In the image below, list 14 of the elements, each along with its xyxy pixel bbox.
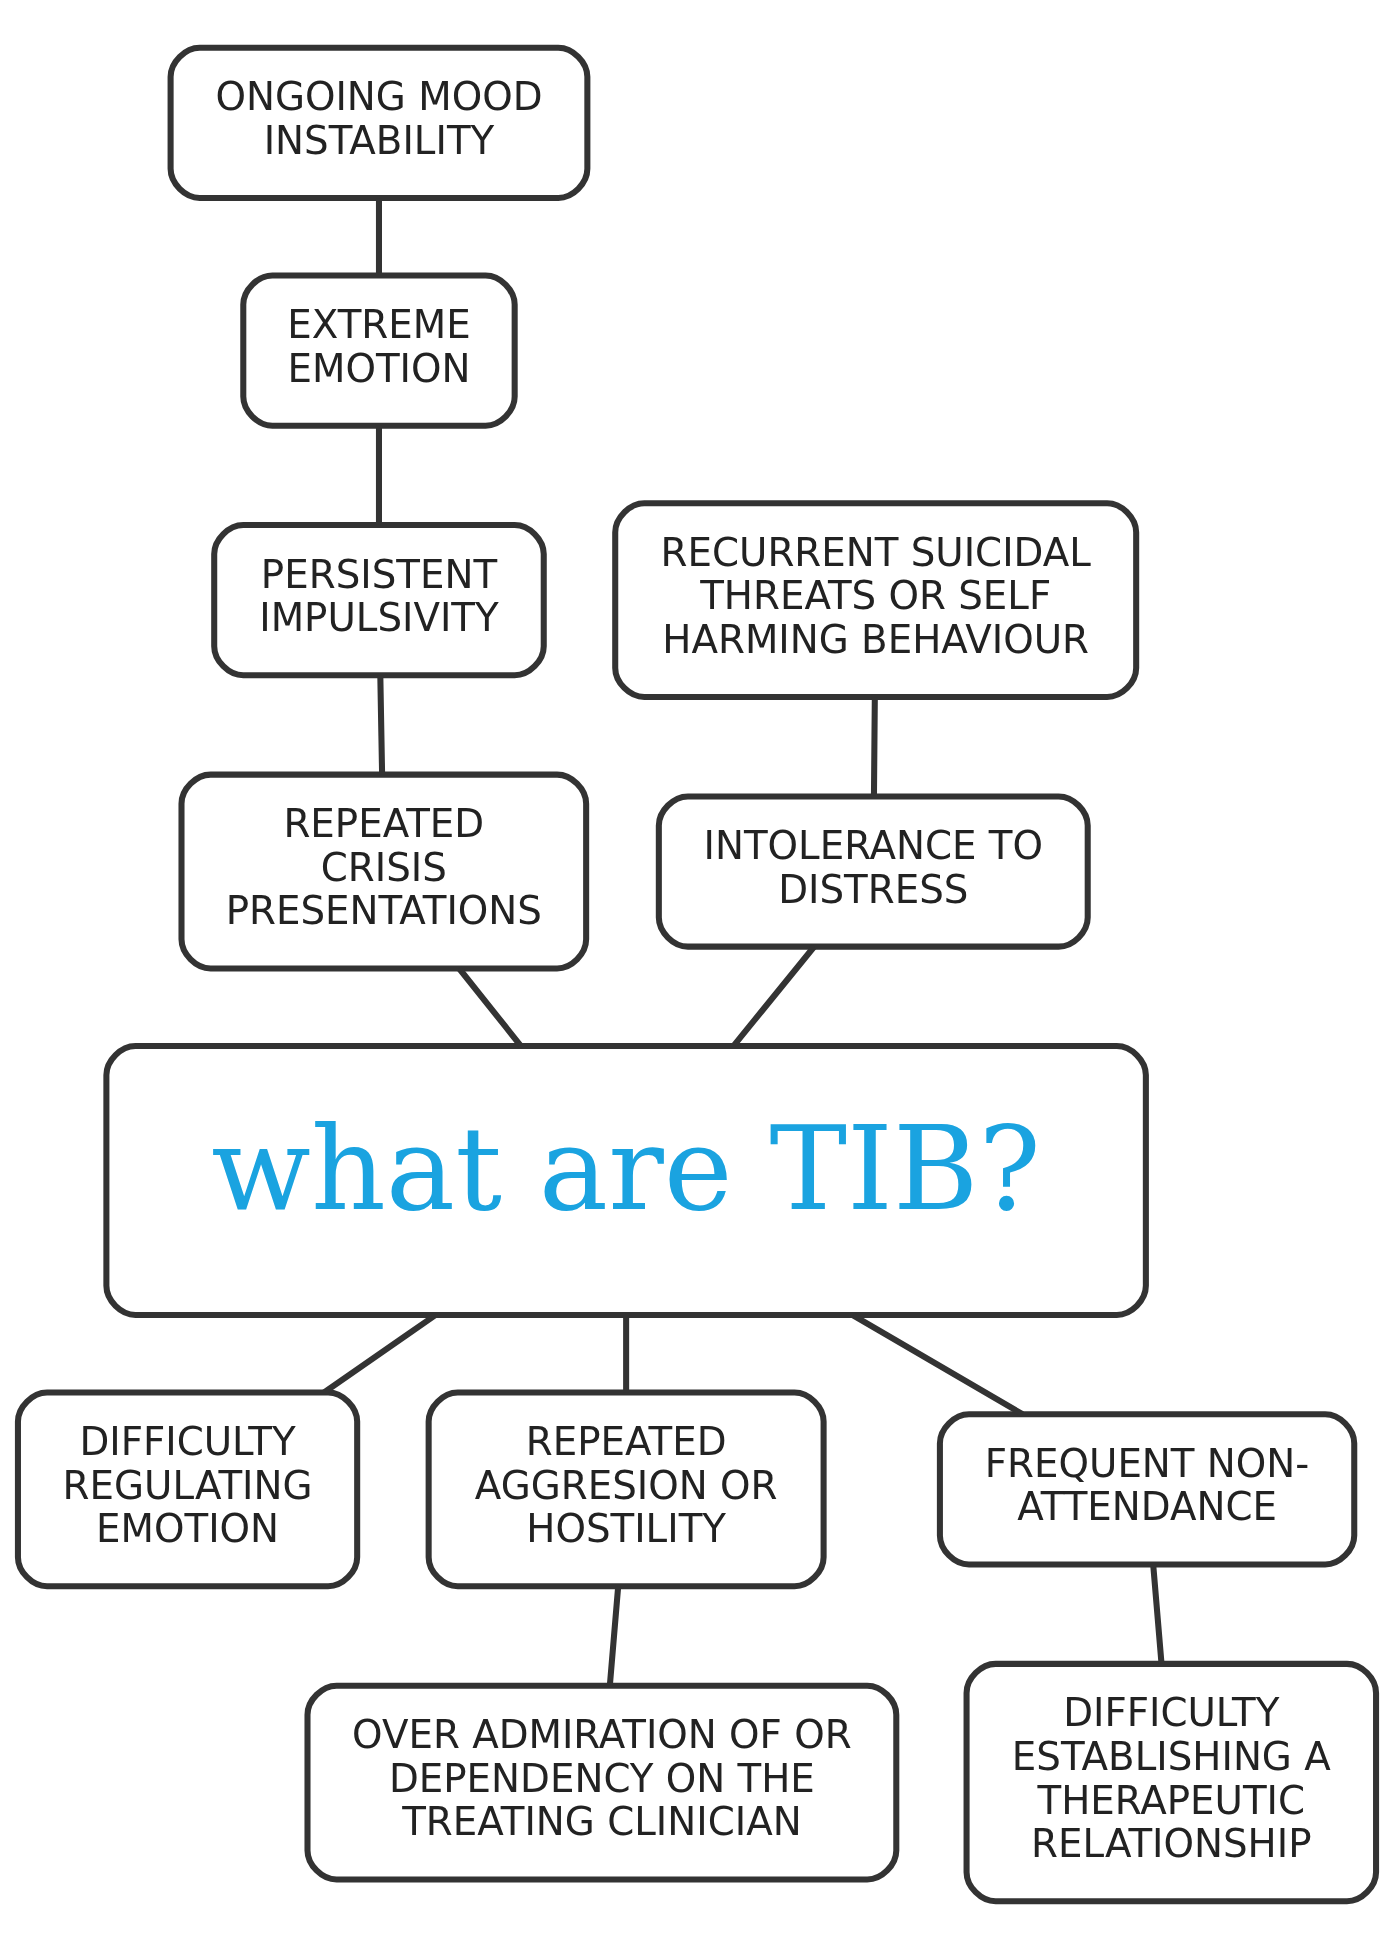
node-box: what are TIB? — [103, 1042, 1149, 1318]
node-box: DIFFICULTY REGULATING EMOTION — [14, 1388, 361, 1589]
node-box: ONGOING MOOD INSTABILITY — [167, 44, 591, 201]
node-box: REPEATED AGGRESION OR HOSTILITY — [425, 1388, 827, 1589]
node-box: PERSISTENT IMPULSIVITY — [211, 521, 547, 678]
node-box: OVER ADMIRATION OF OR DEPENDENCY ON THE TREATING CLINICIAN — [304, 1682, 900, 1883]
node-box: RECURRENT SUICIDAL THREATS OR SELF HARMING BEHAVIOUR — [612, 499, 1140, 700]
connector — [375, 425, 382, 525]
node-box: EXTREME EMOTION — [240, 271, 518, 429]
node-box: REPEATED CRISIS PRESENTATIONS — [178, 771, 590, 971]
node-box: INTOLERANCE TO DISTRESS — [655, 792, 1091, 950]
node-box: FREQUENT NON-ATTENDANCE — [936, 1410, 1358, 1568]
connector — [606, 1586, 622, 1685]
node-box: DIFFICULTY ESTABLISHING A THERAPEUTIC RELATIONSHIP — [963, 1660, 1380, 1904]
